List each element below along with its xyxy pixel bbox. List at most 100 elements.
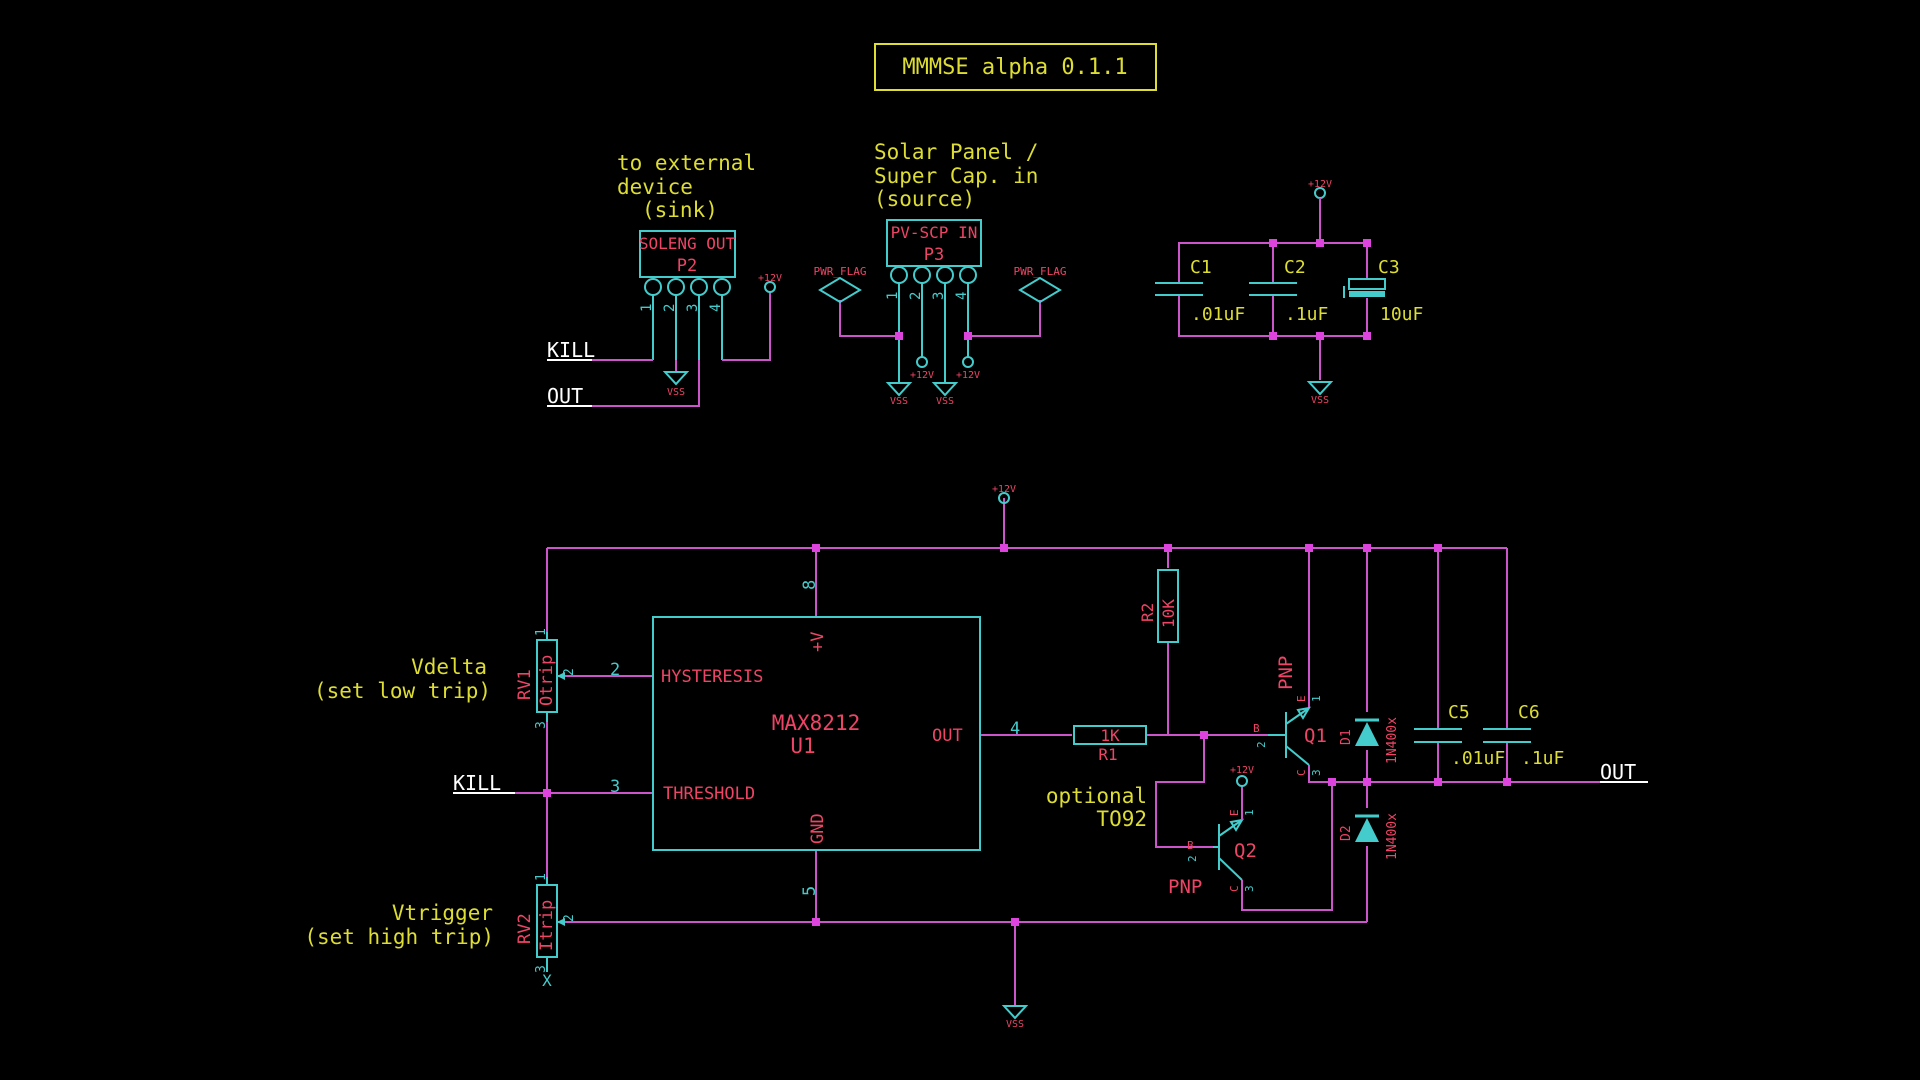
u1-pin-num-4: 4 <box>1010 719 1020 739</box>
p2-note-line3: (sink) <box>642 198 718 222</box>
rv1-ref: RV1 <box>515 669 535 700</box>
p3-vss-2-label: VSS <box>936 396 954 407</box>
c6-value: .1uF <box>1521 748 1564 769</box>
p2-out-net: OUT <box>547 384 592 408</box>
q2-pin-e: E <box>1228 809 1241 816</box>
p3-pin1-num: 1 <box>885 292 901 300</box>
vdelta-line2: (set low trip) <box>314 679 491 703</box>
q1-pin-3: 3 <box>1310 769 1323 776</box>
p2-pin4-num: 4 <box>708 304 724 312</box>
c3-ref: C3 <box>1378 257 1400 278</box>
p3-note-line2: Super Cap. in <box>874 164 1038 188</box>
p3-junctions <box>895 332 972 340</box>
u1-ref: U1 <box>790 734 815 758</box>
rv1-pin2: 2 <box>562 668 577 676</box>
r2-ref: R2 <box>1138 603 1157 622</box>
p2-12v-label: +12V <box>758 273 782 284</box>
d1-ref: D1 <box>1339 729 1354 745</box>
connector-p2: to external device (sink) SOLENG OUT P2 … <box>617 151 756 360</box>
caps-12v-label: +12V <box>1308 179 1332 190</box>
p2-vss-symbol: VSS <box>662 371 690 398</box>
q1-pin-2: 2 <box>1255 741 1268 748</box>
diode-d1: 1N400x D1 <box>1339 717 1400 764</box>
rv2-pin3: 3 <box>534 965 549 973</box>
q2-value: PNP <box>1168 876 1202 898</box>
vtrigger-line1: Vtrigger <box>392 901 493 925</box>
main-vss-symbol: VSS <box>1001 1005 1029 1030</box>
u1-pin-out: OUT <box>932 726 963 746</box>
d1-value: 1N400x <box>1385 717 1400 764</box>
pwr-flag-right-label: PWR_FLAG <box>1014 265 1067 278</box>
p2-vss-label: VSS <box>667 387 685 398</box>
p2-pin2-num: 2 <box>662 304 678 312</box>
title-block: MMMSE alpha 0.1.1 <box>874 43 1157 91</box>
p2-kill-net: KILL <box>547 338 595 362</box>
transistor-q1: Q1 PNP B E C 2 1 3 <box>1253 656 1327 776</box>
rv2-ref: RV2 <box>515 913 535 944</box>
r2-value: 10K <box>1159 599 1178 628</box>
p3-pin4-num: 4 <box>954 292 970 300</box>
main-junctions <box>543 544 1511 926</box>
u1-pin-num-8: 8 <box>800 580 820 590</box>
title-frame <box>874 43 1157 91</box>
q2-pin-c: C <box>1228 885 1241 892</box>
c3-value: 10uF <box>1380 304 1423 325</box>
main-12v-symbol: +12V <box>992 484 1016 504</box>
u1-pin-hysteresis: HYSTERESIS <box>661 667 763 687</box>
caps-junctions <box>1269 239 1371 340</box>
r1-value: 1K <box>1100 726 1120 745</box>
decoupling-caps: +12V C1 .01uF C2 .1uF <box>1155 179 1423 406</box>
p2-ref: P2 <box>677 256 697 276</box>
q2-pin-b: B <box>1187 839 1194 852</box>
c2-value: .1uF <box>1285 304 1328 325</box>
p2-pin1-num: 1 <box>639 304 655 312</box>
p3-pin2-num: 2 <box>908 292 924 300</box>
p2-note-line1: to external <box>617 151 756 175</box>
c5-ref: C5 <box>1448 702 1470 723</box>
pwr-flag-left: PWR_FLAG <box>814 265 867 304</box>
vdelta-line1: Vdelta <box>411 655 487 679</box>
c2-ref: C2 <box>1284 257 1306 278</box>
p2-value: SOLENG OUT <box>639 234 736 253</box>
pwr-flag-right: PWR_FLAG <box>1014 265 1067 304</box>
capacitor-c5: C5 .01uF <box>1414 702 1505 769</box>
c6-ref: C6 <box>1518 702 1540 723</box>
q1-value: PNP <box>1275 656 1297 690</box>
pot-rv2: Itrip RV2 1 3 2 X <box>515 873 577 990</box>
p3-ref: P3 <box>924 245 944 265</box>
q1-pin-e: E <box>1295 695 1308 702</box>
q2-pin-2: 2 <box>1186 855 1199 862</box>
title-text: MMMSE alpha 0.1.1 <box>902 55 1127 80</box>
vdelta-note: Vdelta (set low trip) <box>314 655 491 703</box>
p2-pin3-num: 3 <box>685 304 701 312</box>
rv1-value: Otrip <box>537 655 557 706</box>
q1-ref: Q1 <box>1304 725 1327 747</box>
transistor-q2: +12V Q2 PNP B E C 2 1 3 <box>1168 765 1257 898</box>
out-net-label-top: OUT <box>547 384 583 408</box>
rv1-pin3: 3 <box>534 721 549 729</box>
p3-12v-2: +12V <box>956 356 980 381</box>
pwr-flag-left-label: PWR_FLAG <box>814 265 867 278</box>
p3-12v-1: +12V <box>910 356 934 381</box>
diode-d2: 1N400x D2 <box>1339 813 1400 860</box>
q2-pin-1: 1 <box>1243 809 1256 816</box>
p3-vss-1-label: VSS <box>890 396 908 407</box>
out-net-main: OUT <box>1600 760 1648 784</box>
resistor-r1: 1K R1 <box>1073 725 1147 764</box>
c1-ref: C1 <box>1190 257 1212 278</box>
p3-note-line3: (source) <box>874 187 975 211</box>
kill-net-label-main: KILL <box>453 771 501 795</box>
p3-wiring <box>839 300 1041 337</box>
d2-ref: D2 <box>1339 825 1354 841</box>
u1-pin-num-5: 5 <box>800 886 820 896</box>
c1-value: .01uF <box>1191 304 1245 325</box>
p3-12v-1-label: +12V <box>910 370 934 381</box>
caps-vss-label: VSS <box>1311 395 1329 406</box>
out-net-label-main: OUT <box>1600 760 1636 784</box>
q1-pin-b: B <box>1253 722 1260 735</box>
main-vss-label: VSS <box>1006 1019 1024 1030</box>
u1-pin-num-2: 2 <box>610 660 620 680</box>
p3-12v-2-label: +12V <box>956 370 980 381</box>
